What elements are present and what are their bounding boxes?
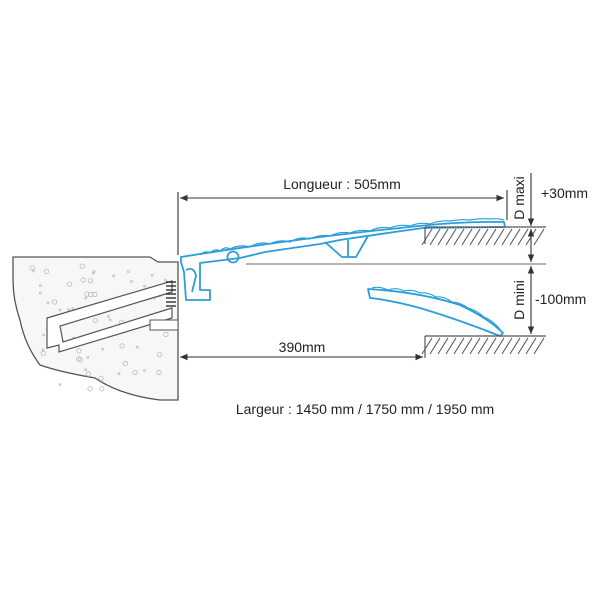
concrete-dot	[150, 273, 154, 277]
concrete-dot	[119, 343, 125, 349]
concrete-dot	[122, 360, 129, 366]
concrete-dot	[164, 278, 167, 282]
length-label: Longueur : 505mm	[283, 176, 401, 192]
concrete-dot	[112, 274, 115, 278]
hatch-line	[509, 337, 521, 355]
hatch-line	[477, 228, 489, 246]
concrete-dot	[101, 347, 104, 351]
concrete-dot	[41, 348, 45, 352]
hatch-line	[477, 337, 489, 355]
ramp-lip-lowered	[367, 286, 504, 337]
hatch-line	[429, 337, 441, 355]
ramp-lip-raised	[180, 218, 506, 301]
hatch-line	[437, 337, 449, 355]
concrete-dot	[143, 284, 147, 288]
concrete-dot	[39, 284, 42, 288]
hatch-line	[501, 337, 513, 355]
concrete-dot	[42, 333, 46, 337]
concrete-dot	[163, 331, 169, 337]
concrete-dot	[67, 308, 70, 312]
concrete-dot	[91, 271, 95, 275]
concrete-dot	[130, 280, 133, 283]
hatch-line	[469, 228, 481, 246]
d-mini-label: D mini	[511, 280, 527, 320]
concrete-wall	[12, 256, 179, 401]
concrete-dot	[99, 386, 105, 392]
concrete-dot	[32, 269, 35, 273]
concrete-dot	[58, 308, 62, 312]
hatch-line	[421, 337, 433, 355]
hatch-line	[429, 228, 441, 246]
hatch-line	[517, 228, 529, 246]
concrete-dot	[84, 296, 88, 300]
hatch-line	[501, 228, 513, 246]
hatch-line	[453, 228, 465, 246]
concrete-dot	[88, 291, 94, 298]
hatch-line	[525, 337, 537, 355]
hatch-line	[461, 337, 473, 355]
width-label: Largeur : 1450 mm / 1750 mm / 1950 mm	[236, 401, 494, 417]
concrete-dot	[87, 386, 93, 392]
hatch-line	[533, 337, 545, 355]
hatch-line	[485, 228, 497, 246]
hatch-line	[469, 337, 481, 355]
hatch-line	[509, 228, 521, 246]
concrete-dot	[86, 355, 90, 359]
ground-levels	[246, 226, 546, 358]
concrete-dot	[107, 314, 110, 318]
hatch-line	[445, 337, 457, 355]
concrete-dot	[39, 291, 42, 295]
concrete-dot	[43, 268, 50, 274]
hatch-line	[461, 228, 473, 246]
concrete-dot	[76, 348, 82, 354]
hatch-line	[445, 228, 457, 246]
concrete-dot	[79, 263, 85, 269]
concrete-dot	[98, 375, 104, 381]
concrete-dot	[135, 345, 139, 349]
hatch-line	[421, 228, 433, 246]
d-maxi-label: D maxi	[511, 176, 527, 220]
concrete-dot	[40, 350, 46, 356]
concrete-dot	[58, 383, 62, 387]
concrete-dot	[156, 351, 163, 358]
hatch-line	[485, 337, 497, 355]
concrete-dot	[156, 369, 162, 376]
hatch-line	[533, 228, 545, 246]
hatch-line	[517, 337, 529, 355]
hatch-line	[453, 337, 465, 355]
concrete-dot	[117, 372, 121, 376]
concrete-dot	[108, 318, 112, 322]
hatch-line	[493, 228, 505, 246]
concrete-dot	[84, 291, 90, 297]
concrete-dot	[87, 277, 94, 284]
concrete-dot	[29, 264, 35, 271]
concrete-dot	[132, 369, 138, 375]
concrete-dot	[67, 281, 73, 287]
concrete-dot	[143, 368, 147, 372]
concrete-dot	[85, 371, 92, 377]
hatch-line	[493, 337, 505, 355]
dimension-lines	[177, 173, 535, 361]
concrete-dot	[92, 317, 98, 324]
d-mini-value: -100mm	[535, 291, 586, 307]
concrete-dot	[51, 299, 58, 305]
hatch-line	[437, 228, 449, 246]
depth-label: 390mm	[279, 339, 326, 355]
concrete-dot	[80, 277, 86, 283]
concrete-dot	[46, 301, 50, 305]
concrete-dot	[84, 368, 88, 372]
d-maxi-value: +30mm	[541, 185, 588, 201]
concrete-dot	[76, 356, 82, 362]
concrete-dot	[126, 270, 130, 273]
